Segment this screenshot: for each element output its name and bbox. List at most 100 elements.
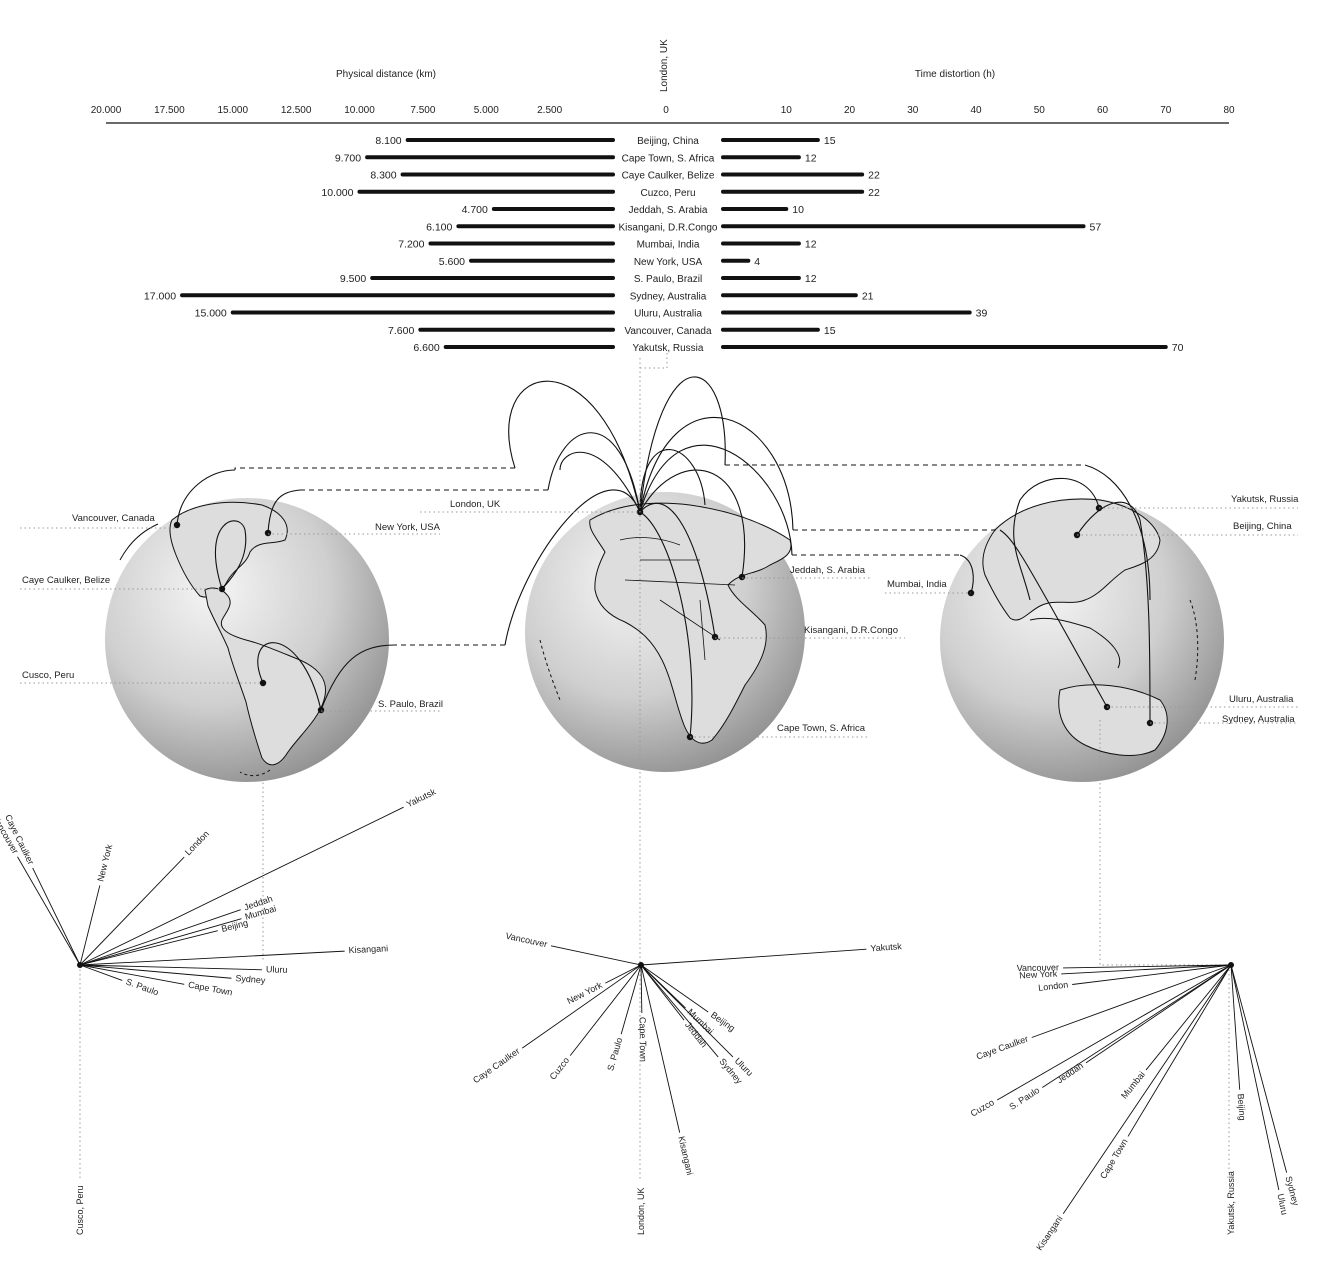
arc-caye-caulker: [215, 520, 247, 590]
ray-cusco-peru-s-paulo: [79, 964, 123, 981]
ray-label-cusco-peru-cape-town: Cape Town: [187, 980, 233, 998]
place-label-london: London, UK: [450, 499, 501, 510]
place-dot-kisangani: [711, 633, 719, 641]
place-label-cape-town: Cape Town, S. Africa: [777, 723, 866, 734]
ray-cusco-peru-cape-town: [79, 964, 185, 985]
ray-label-london-uk-vancouver: Vancouver: [505, 931, 549, 950]
radial-origin-london-uk: [638, 962, 644, 968]
arc-london-cape-town: [639, 511, 693, 738]
place-label-mumbai: Mumbai, India: [887, 579, 947, 590]
globe-americas: [105, 498, 389, 782]
ray-cusco-peru-london: [79, 856, 185, 966]
time-label-sydney-australia: 21: [862, 290, 874, 302]
ray-label-cusco-peru-sydney: Sydney: [235, 973, 266, 986]
radial-origin-label-cusco-peru: Cusco, Peru: [75, 1185, 85, 1235]
tick-left-2-500: 2.500: [537, 105, 562, 116]
arc-london-jeddah: [639, 469, 746, 578]
ray-cusco-peru-mumbai: [79, 918, 242, 966]
arc-london-east-a: [639, 376, 726, 513]
distance-label-yakutsk-russia: 6.600: [413, 342, 439, 354]
tick-left-10-000: 10.000: [344, 105, 375, 116]
place-dot-jeddah: [738, 573, 746, 581]
tick-left-5-000: 5.000: [474, 105, 499, 116]
distance-label-sydney-australia: 17.000: [144, 290, 176, 302]
ray-yakutsk-russia-sydney: [1230, 964, 1288, 1173]
ray-label-cusco-peru-new-york: New York: [95, 843, 114, 883]
arc-new-york: [267, 489, 301, 534]
category-label-caye-caulker-belize: Caye Caulker, Belize: [622, 171, 715, 182]
category-label-sydney-australia: Sydney, Australia: [630, 291, 707, 302]
category-label-cape-town-s-africa: Cape Town, S. Africa: [622, 153, 715, 164]
place-dot-spaulo: [317, 706, 325, 714]
category-label-uluru-australia: Uluru, Australia: [634, 309, 702, 320]
arc-london-short: [559, 451, 641, 513]
guide-yakutsk: [1099, 720, 1229, 966]
ray-label-cusco-peru-yakutsk: Yakutsk: [405, 786, 438, 809]
ray-london-uk-uluru: [640, 964, 734, 1058]
ray-cusco-peru-kisangani: [79, 950, 345, 966]
category-label-beijing-china: Beijing, China: [637, 136, 699, 147]
time-label-new-york-usa: 4: [754, 256, 760, 268]
place-label-vancouver: Vancouver, Canada: [72, 513, 155, 524]
tick-right-10: 10: [781, 105, 793, 116]
ray-london-uk-sydney: [640, 964, 719, 1058]
ray-cusco-peru-beijing: [79, 930, 218, 966]
guide-london-top: [640, 352, 668, 369]
arc-london-east-b: [639, 416, 794, 531]
ray-cusco-peru-caye-caulker: [32, 867, 81, 966]
distance-label-mumbai-india: 7.200: [398, 239, 424, 251]
right-axis-title: Time distortion (h): [915, 69, 995, 80]
arc-london-west-a: [508, 380, 641, 513]
globe-africa-europe: [525, 492, 805, 772]
ray-label-yakutsk-russia-s-paulo: S. Paulo: [1007, 1085, 1041, 1112]
arc-beijing-sydney: [1076, 501, 1151, 724]
place-label-uluru: Uluru, Australia: [1229, 694, 1294, 705]
tick-right-60: 60: [1097, 105, 1109, 116]
distance-label-s-paulo-brazil: 9.500: [340, 273, 366, 285]
place-label-caye-caulker: Caye Caulker, Belize: [22, 575, 110, 586]
time-label-jeddah-s-arabia: 10: [792, 204, 804, 216]
ray-london-uk-kisangani: [640, 964, 681, 1133]
ray-label-yakutsk-russia-london: London: [1038, 979, 1069, 993]
distance-label-uluru-australia: 15.000: [195, 308, 227, 320]
tick-right-70: 70: [1160, 105, 1172, 116]
place-label-new-york: New York, USA: [375, 522, 441, 533]
tick-left-12-500: 12.500: [281, 105, 312, 116]
arc-vancouver: [176, 469, 236, 526]
category-label-mumbai-india: Mumbai, India: [637, 240, 700, 251]
ray-yakutsk-russia-new-york: [1061, 964, 1232, 975]
place-dot-vancouver: [173, 521, 181, 529]
time-label-cape-town-s-africa: 12: [805, 152, 817, 164]
ray-label-yakutsk-russia-vancouver: Vancouver: [1017, 962, 1060, 973]
place-label-sydney: Sydney, Australia: [1222, 714, 1295, 725]
category-label-cuzco-peru: Cuzco, Peru: [640, 188, 695, 199]
place-dot-newyork: [264, 529, 272, 537]
ray-cusco-peru-sydney: [79, 964, 232, 979]
ray-label-london-uk-caye-caulker: Caye Caulker: [471, 1046, 521, 1085]
ray-label-yakutsk-russia-kisangani: Kisangani: [1034, 1214, 1064, 1252]
ray-label-london-uk-s-paulo: S. Paulo: [605, 1037, 624, 1072]
time-label-uluru-australia: 39: [976, 308, 988, 320]
place-label-yakutsk: Yakutsk, Russia: [1231, 494, 1299, 505]
ray-london-uk-cape-town: [640, 964, 643, 1014]
ray-yakutsk-russia-vancouver: [1063, 964, 1232, 969]
place-label-beijing: Beijing, China: [1233, 521, 1292, 532]
distance-label-beijing-china: 8.100: [375, 135, 401, 147]
ray-london-uk-yakutsk: [640, 948, 867, 966]
ray-label-cusco-peru-kisangani: Kisangani: [348, 943, 388, 955]
arc-right-top: [1084, 464, 1151, 601]
time-label-caye-caulker-belize: 22: [868, 170, 880, 182]
distance-label-vancouver-canada: 7.600: [388, 325, 414, 337]
tick-right-30: 30: [907, 105, 919, 116]
place-label-sao-paulo: S. Paulo, Brazil: [378, 699, 443, 710]
ray-london-uk-caye-caulker: [521, 964, 642, 1049]
category-label-yakutsk-russia: Yakutsk, Russia: [633, 343, 704, 354]
ray-label-yakutsk-russia-beijing: Beijing: [1236, 1093, 1248, 1121]
ray-london-uk-vancouver: [550, 945, 642, 966]
time-label-vancouver-canada: 15: [824, 325, 836, 337]
ray-label-yakutsk-russia-uluru: Uluru: [1275, 1193, 1289, 1216]
